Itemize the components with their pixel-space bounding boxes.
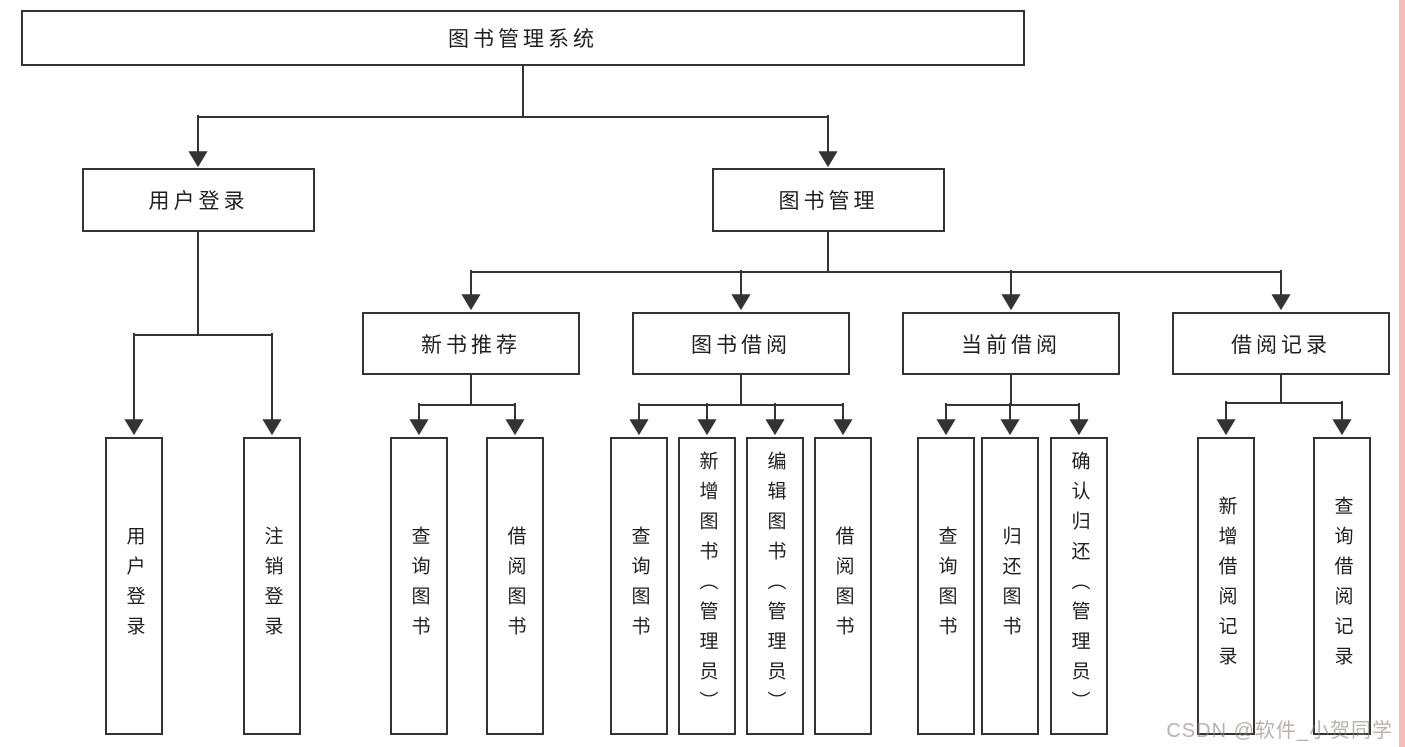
node-leaf-nb-borrow-books: 借阅图书 — [486, 437, 544, 735]
node-leaf-user-login-label: 用户登录 — [123, 526, 145, 646]
node-leaf-bb-edit-books-admin-label: 编辑图书（管理员） — [764, 451, 786, 721]
node-leaf-cb-query-books-label: 查询图书 — [935, 526, 957, 646]
node-user-login: 用户登录 — [82, 168, 315, 232]
node-book-borrowing-label: 图书借阅 — [691, 333, 791, 357]
node-leaf-br-add-record: 新增借阅记录 — [1197, 437, 1255, 735]
node-leaf-br-query-record-label: 查询借阅记录 — [1331, 496, 1353, 676]
node-book-management-label: 图书管理 — [778, 190, 879, 213]
node-leaf-cb-query-books: 查询图书 — [917, 437, 975, 735]
node-book-management: 图书管理 — [712, 168, 945, 232]
node-leaf-nb-query-books: 查询图书 — [390, 437, 448, 735]
node-book-borrowing: 图书借阅 — [632, 312, 850, 375]
node-new-book-recommendation: 新书推荐 — [362, 312, 580, 375]
node-leaf-nb-borrow-books-label: 借阅图书 — [504, 526, 526, 646]
node-leaf-nb-query-books-label: 查询图书 — [408, 526, 430, 646]
node-user-login-label: 用户登录 — [148, 190, 249, 213]
node-leaf-bb-add-books-admin-label: 新增图书（管理员） — [696, 451, 718, 721]
node-leaf-bb-borrow-books-label: 借阅图书 — [832, 526, 854, 646]
node-leaf-bb-edit-books-admin: 编辑图书（管理员） — [746, 437, 804, 735]
node-borrowing-records: 借阅记录 — [1172, 312, 1390, 375]
node-current-borrowing-label: 当前借阅 — [961, 333, 1061, 357]
node-leaf-logout: 注销登录 — [243, 437, 301, 735]
node-leaf-bb-query-books: 查询图书 — [610, 437, 668, 735]
node-leaf-br-query-record: 查询借阅记录 — [1313, 437, 1371, 735]
node-leaf-cb-confirm-return-admin: 确认归还（管理员） — [1050, 437, 1108, 735]
node-leaf-user-login: 用户登录 — [105, 437, 163, 735]
node-leaf-bb-borrow-books: 借阅图书 — [814, 437, 872, 735]
node-new-book-recommendation-label: 新书推荐 — [421, 333, 521, 357]
node-root-label: 图书管理系统 — [448, 28, 598, 51]
node-leaf-cb-confirm-return-admin-label: 确认归还（管理员） — [1068, 451, 1090, 721]
node-leaf-br-add-record-label: 新增借阅记录 — [1215, 496, 1237, 676]
node-borrowing-records-label: 借阅记录 — [1231, 333, 1331, 357]
node-root: 图书管理系统 — [21, 10, 1025, 66]
node-leaf-bb-add-books-admin: 新增图书（管理员） — [678, 437, 736, 735]
node-leaf-logout-label: 注销登录 — [261, 526, 283, 646]
node-leaf-bb-query-books-label: 查询图书 — [628, 526, 650, 646]
right-edge-strip — [1399, 0, 1405, 747]
node-leaf-cb-return-books-label: 归还图书 — [999, 526, 1021, 646]
node-leaf-cb-return-books: 归还图书 — [981, 437, 1039, 735]
node-current-borrowing: 当前借阅 — [902, 312, 1120, 375]
